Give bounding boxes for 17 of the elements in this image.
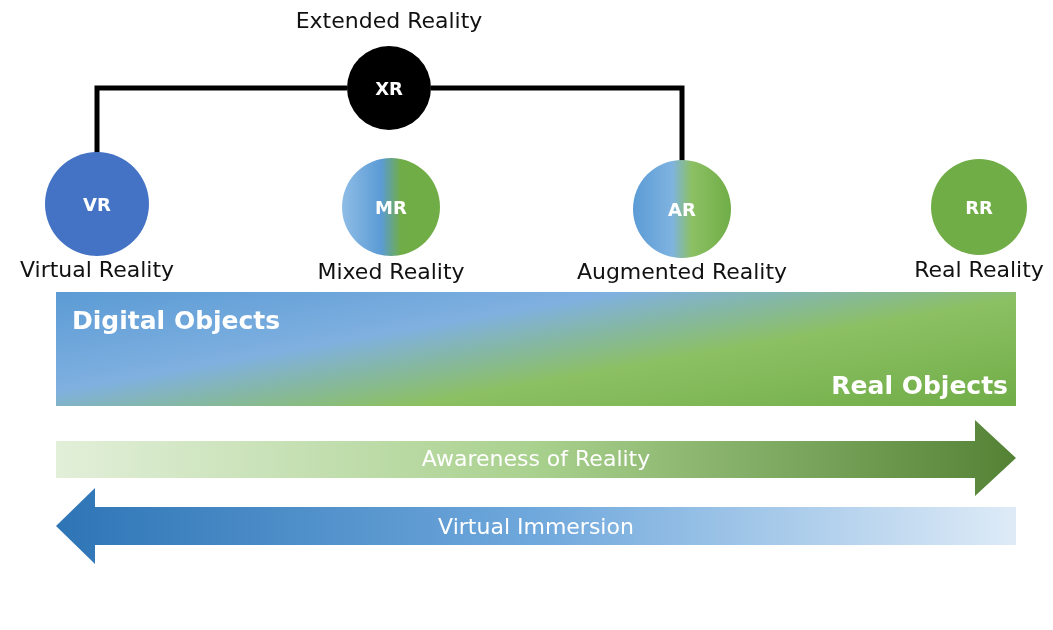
arrow-label: Virtual Immersion	[438, 513, 634, 539]
circle-label: AR	[668, 198, 696, 220]
connector-line	[431, 85, 685, 161]
circle-label: RR	[965, 196, 993, 218]
caption-text: Virtual Reality	[19, 257, 175, 282]
caption-text: Augmented Reality	[576, 259, 788, 284]
circle-label: VR	[83, 193, 111, 215]
gradient-band	[56, 292, 1016, 406]
circle-label: XR	[375, 77, 403, 99]
circle-label: MR	[375, 196, 407, 218]
caption-text: Extended Reality	[295, 8, 483, 33]
caption-text: Real Reality	[914, 257, 1044, 282]
caption-text: Mixed Reality	[317, 259, 465, 284]
arrow-label: Awareness of Reality	[421, 445, 651, 471]
band-label: Digital Objects	[72, 306, 281, 335]
connector-line	[94, 85, 347, 153]
band-label: Real Objects	[831, 371, 1008, 400]
